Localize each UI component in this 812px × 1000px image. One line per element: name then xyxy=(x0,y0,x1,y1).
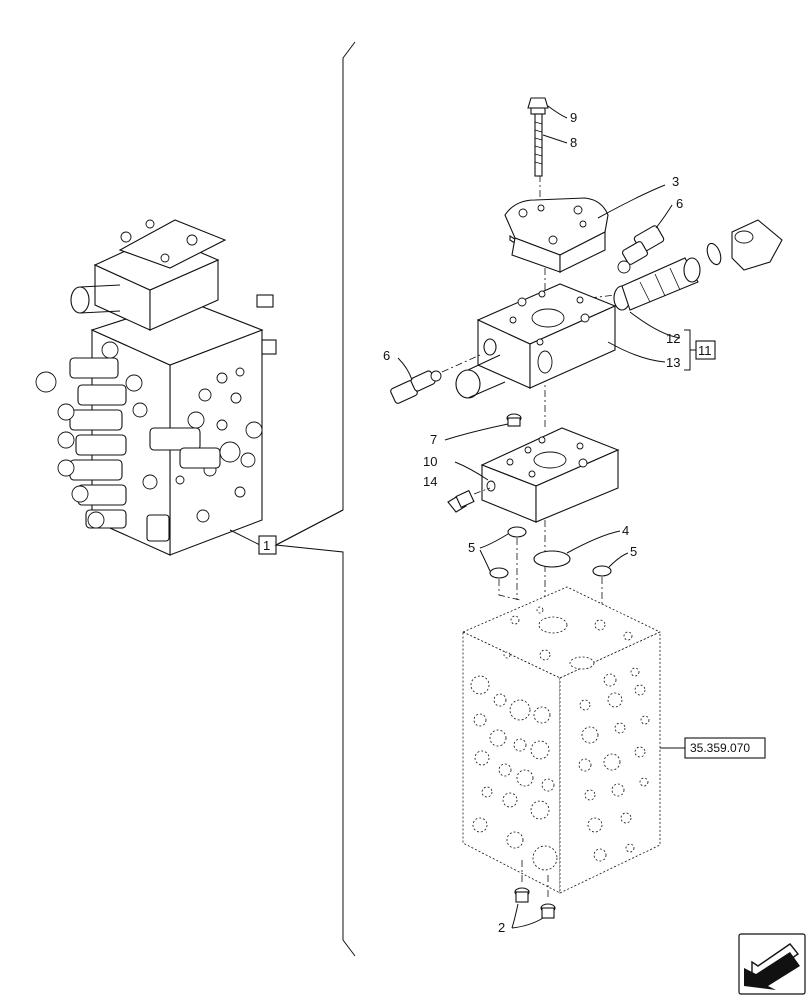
control-valve-assembly xyxy=(35,219,277,556)
callout-2: 2 xyxy=(498,920,505,935)
callout-6-left: 6 xyxy=(383,348,390,363)
reference-35-359-070: 35.359.070 xyxy=(690,741,750,755)
cover-plate xyxy=(504,197,609,274)
callout-10: 10 xyxy=(423,454,437,469)
pressure-valve-left xyxy=(390,370,442,404)
bolt-assembly xyxy=(527,97,549,177)
pressure-valve-upper xyxy=(617,225,665,274)
intermediate-plate xyxy=(480,427,620,523)
valve-section-body xyxy=(455,283,617,399)
callout-11: 11 xyxy=(698,343,712,358)
valve-fittings xyxy=(35,341,158,529)
callout-3: 3 xyxy=(672,174,679,189)
callout-5-right: 5 xyxy=(630,544,637,559)
o-ring-4 xyxy=(533,550,571,568)
plug-14 xyxy=(447,489,475,513)
callout-4: 4 xyxy=(622,523,629,538)
callout-6-upper: 6 xyxy=(676,196,683,211)
callout-5-left: 5 xyxy=(468,540,475,555)
plug-2-left xyxy=(514,887,530,903)
callout-8: 8 xyxy=(570,135,577,150)
callout-9: 9 xyxy=(570,110,577,125)
end-cap xyxy=(731,219,783,271)
callout-1: 1 xyxy=(263,538,270,553)
plug-2-right xyxy=(540,903,556,919)
o-ring-5-right xyxy=(592,565,612,577)
main-valve-block xyxy=(462,586,661,894)
callout-13: 13 xyxy=(666,355,680,370)
callout-7: 7 xyxy=(430,432,437,447)
assembly-bracket xyxy=(274,41,356,957)
o-ring-5-upper xyxy=(507,526,527,538)
screw-7 xyxy=(506,413,522,427)
callout-14: 14 xyxy=(423,474,437,489)
o-ring-5-lower xyxy=(489,567,509,579)
callout-12: 12 xyxy=(666,331,680,346)
arrow-back-icon[interactable] xyxy=(738,933,806,995)
spool xyxy=(613,257,701,311)
